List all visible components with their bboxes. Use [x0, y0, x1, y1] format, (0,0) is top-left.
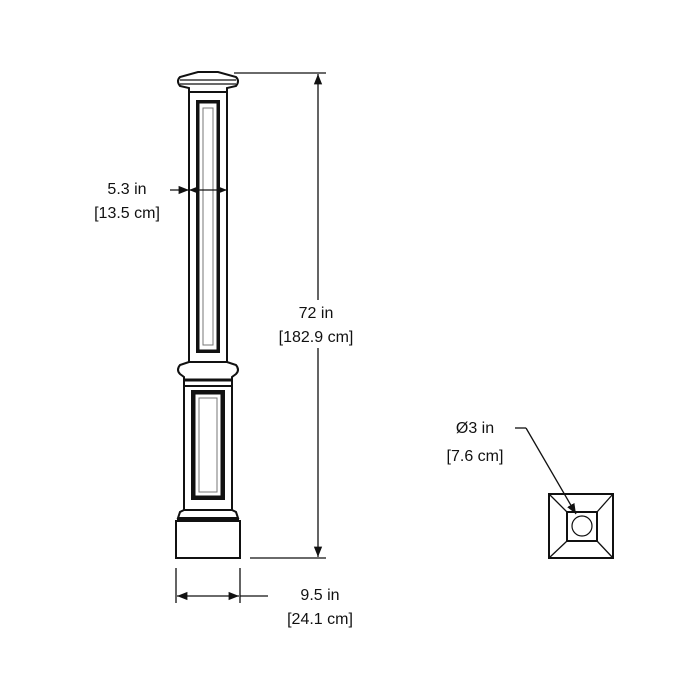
- hole-diameter-imperial-label: Ø3 in: [456, 420, 494, 437]
- shaft-width-imperial-label: 5.3 in: [107, 181, 146, 198]
- shaft-width-dimension: 5.3 in [13.5 cm]: [94, 181, 227, 222]
- height-metric-label: [182.9 cm]: [279, 329, 354, 346]
- base-width-metric-label: [24.1 cm]: [287, 611, 353, 628]
- shaft-width-metric-label: [13.5 cm]: [94, 205, 160, 222]
- base-width-imperial-label: 9.5 in: [300, 587, 339, 604]
- hole-diameter-callout: Ø3 in [7.6 cm]: [447, 420, 577, 515]
- post-side-view: [175, 71, 241, 559]
- height-dimension: 72 in [182.9 cm]: [234, 72, 372, 559]
- height-imperial-label: 72 in: [299, 305, 334, 322]
- hole-diameter-metric-label: [7.6 cm]: [447, 448, 504, 465]
- post-top-view: [548, 493, 614, 559]
- base-width-dimension: 9.5 in [24.1 cm]: [175, 568, 353, 628]
